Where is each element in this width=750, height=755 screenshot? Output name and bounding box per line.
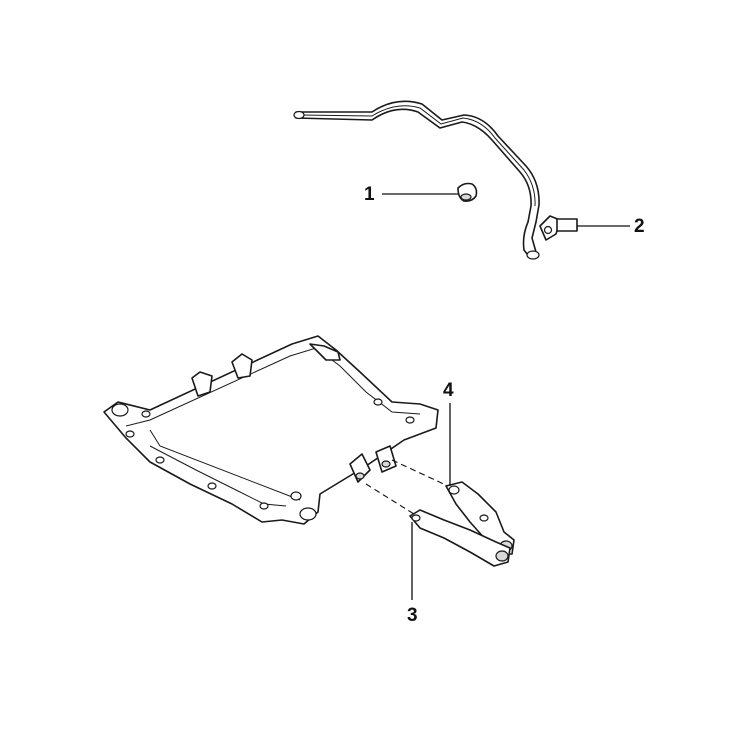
callout-1: 1 — [364, 184, 375, 205]
callout-3: 3 — [407, 605, 418, 626]
front-subframe — [103, 335, 439, 525]
lower-control-arm-front — [409, 509, 511, 567]
callout-4: 4 — [443, 380, 454, 401]
assembly-line-front — [365, 483, 415, 515]
lower-control-arm-rear — [445, 481, 515, 555]
stabilizer-bushing — [457, 182, 478, 202]
assembly-line-rear — [391, 459, 449, 487]
callout-2: 2 — [634, 216, 645, 237]
stabilizer-link — [539, 215, 578, 241]
stabilizer-bar — [293, 100, 540, 260]
